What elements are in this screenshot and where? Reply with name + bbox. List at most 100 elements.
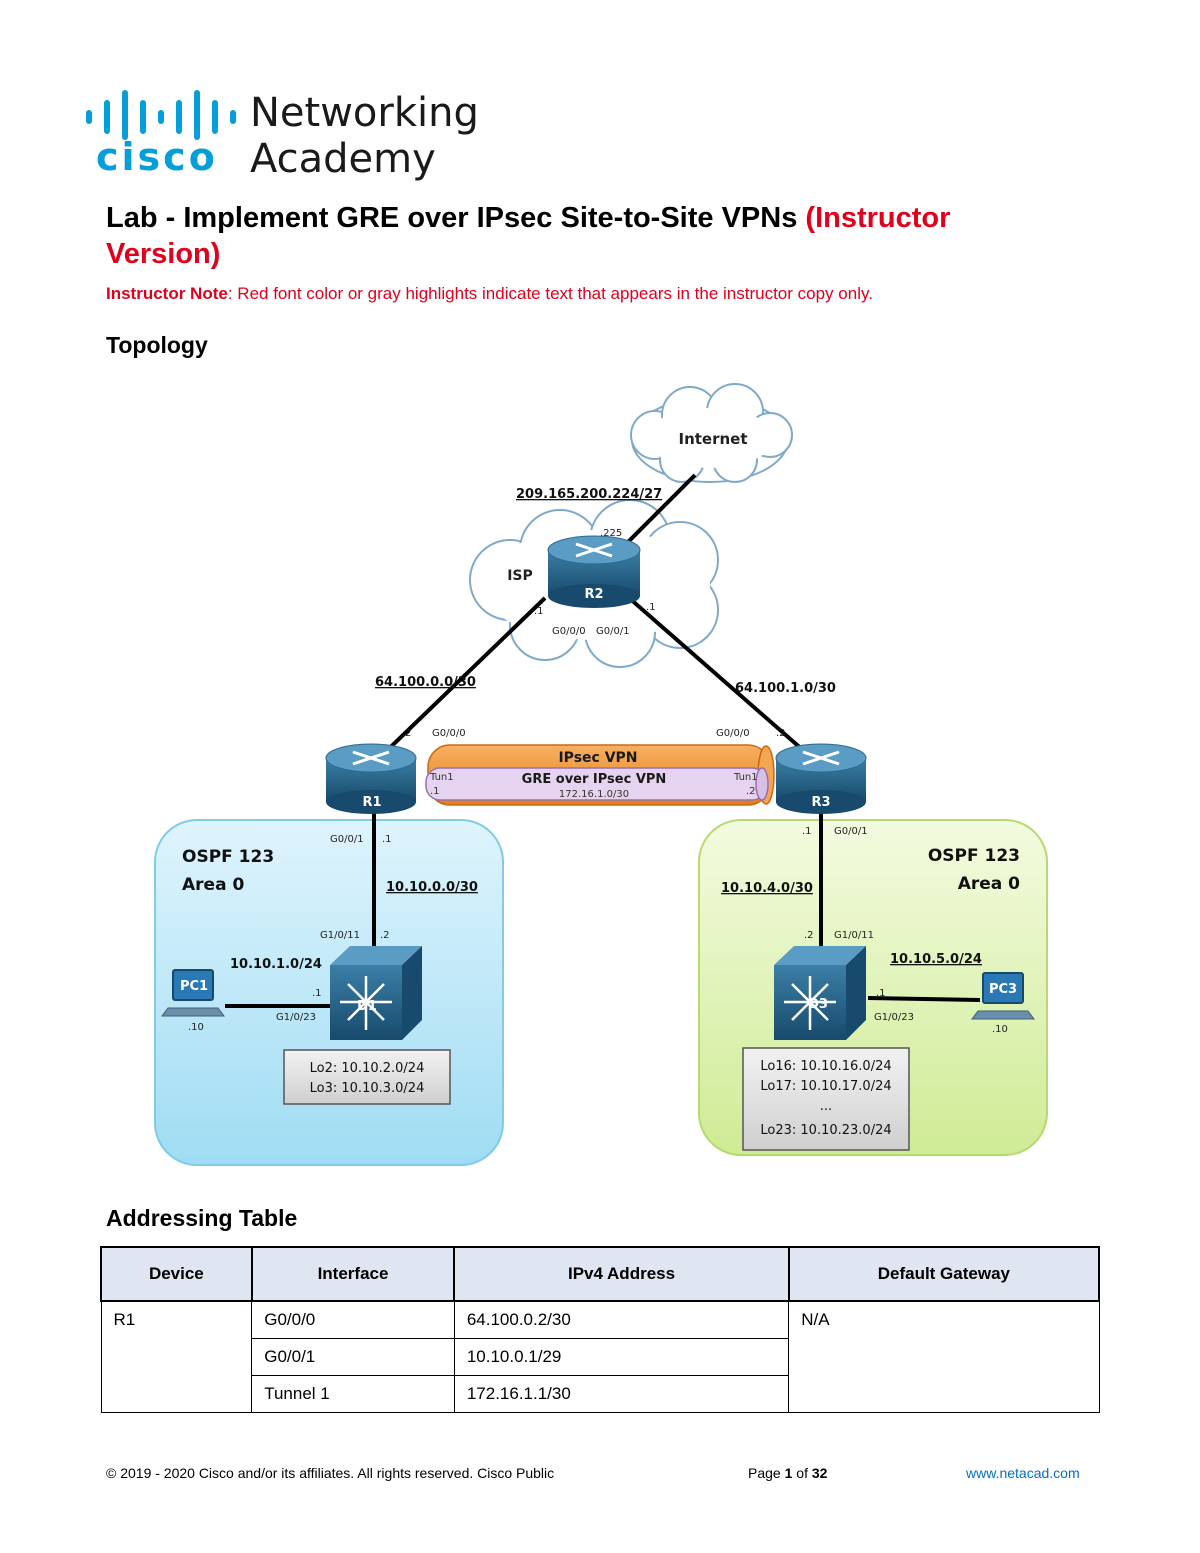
addressing-table: Device Interface IPv4 Address Default Ga…: [100, 1246, 1101, 1413]
pc1-icon: [161, 969, 225, 1017]
router-r2-icon: [547, 535, 641, 608]
table-row: Tunnel 1 172.16.1.1/30: [101, 1375, 1099, 1413]
cell-ipv4: 64.100.0.2/30: [453, 1300, 790, 1339]
table-header-row: Device Interface IPv4 Address Default Ga…: [100, 1246, 1101, 1302]
r1-label: R1: [362, 795, 381, 810]
d1-up-host: .2: [380, 930, 390, 941]
d1-pc-host: .1: [312, 988, 322, 999]
r1-lan-if: G0/0/1: [330, 834, 364, 845]
r1-wan-if: G0/0/0: [432, 728, 466, 739]
net-pc3-label: 10.10.5.0/24: [890, 952, 982, 967]
logo-networking: Networking: [250, 90, 479, 136]
logo-academy: Academy: [250, 136, 436, 182]
d3-loopback-ellipsis: ...: [820, 1099, 832, 1114]
router-r1-icon: [325, 743, 417, 814]
footer-copyright: © 2019 - 2020 Cisco and/or its affiliate…: [106, 1465, 555, 1481]
pc1-host: .10: [188, 1022, 204, 1033]
d3-loopback-box: [742, 1047, 910, 1151]
footer-netacad-link[interactable]: www.netacad.com: [966, 1465, 1080, 1481]
net-r3-d3-label: 10.10.4.0/30: [721, 881, 813, 896]
page-of: of: [792, 1465, 812, 1481]
d3-pc-host: .1: [876, 988, 886, 999]
r1-lan-host: .1: [382, 834, 392, 845]
addressing-table-heading: Addressing Table: [106, 1205, 298, 1231]
cell-gateway: N/A: [788, 1300, 1100, 1413]
r3-wan-if: G0/0/0: [716, 728, 750, 739]
r3-wan-host: .2: [776, 728, 786, 739]
instructor-note-label: Instructor Note: [106, 284, 228, 303]
ospf-left-line2: Area 0: [182, 875, 244, 895]
table-row: R1 G0/0/0 64.100.0.2/30 N/A: [100, 1300, 1100, 1413]
link-r3-r2: [618, 588, 822, 767]
tun1-left-host: .1: [430, 786, 440, 797]
link-d3-pc3: [867, 996, 981, 1002]
instructor-note: Instructor Note: Red font color or gray …: [106, 284, 873, 304]
r2-right-host: .1: [646, 602, 656, 613]
page-title: Lab - Implement GRE over IPsec Site-to-S…: [106, 200, 1066, 272]
tun1-left-label: Tun1: [429, 772, 454, 783]
d3-label: D3: [808, 997, 828, 1012]
net-r3-r2-label: 64.100.1.0/30: [735, 681, 836, 696]
net-pc1-label: 10.10.1.0/24: [230, 957, 322, 972]
pc3-host: .10: [992, 1024, 1008, 1035]
ospf-left-line1: OSPF 123: [182, 847, 274, 867]
cisco-wordmark: cisco: [96, 135, 218, 179]
page-current: 1: [784, 1465, 793, 1481]
header-ipv4: IPv4 Address: [453, 1246, 790, 1302]
link-r2-internet: [618, 473, 697, 552]
d3-up-if: G1/0/11: [834, 930, 874, 941]
topology-heading: Topology: [106, 332, 208, 358]
r3-label: R3: [811, 795, 830, 810]
r1-wan-host: .2: [402, 728, 412, 739]
r3-lan-if: G0/0/1: [834, 826, 868, 837]
instructor-note-text: : Red font color or gray highlights indi…: [227, 284, 873, 303]
gre-network-label: 172.16.1.0/30: [559, 789, 629, 800]
table-row: G0/0/1 10.10.0.1/29: [101, 1338, 1099, 1376]
cisco-networking-academy-logo: cisco Networking Academy: [86, 90, 479, 182]
pc1-label: PC1: [180, 979, 208, 994]
d3-pc-if: G1/0/23: [874, 1012, 914, 1023]
topology-diagram: Internet ISP IPsec VPN GRE over IPsec VP…: [154, 383, 1048, 1166]
internet-label: Internet: [678, 430, 747, 448]
switch-d1-icon: [330, 946, 422, 1040]
r2-label: R2: [584, 587, 603, 602]
pc3-icon: [971, 972, 1035, 1020]
isp-label: ISP: [507, 568, 533, 584]
title-instructor-version: (Instructor Version): [106, 202, 951, 270]
switch-d3-icon: [774, 946, 866, 1040]
cell-interface: G0/0/1: [251, 1338, 455, 1376]
ospf-right-line2: Area 0: [958, 874, 1020, 894]
net-internet-label: 209.165.200.224/27: [516, 487, 662, 502]
d1-label: D1: [357, 999, 377, 1014]
page-total: 32: [811, 1465, 828, 1481]
r3-lan-host: .1: [802, 826, 812, 837]
ospf-right-line1: OSPF 123: [928, 846, 1020, 866]
r2-left-if: G0/0/0: [552, 626, 586, 637]
cell-interface: Tunnel 1: [251, 1375, 455, 1413]
d1-loopback-2: Lo3: 10.10.3.0/24: [310, 1081, 425, 1096]
link-r1-r2: [370, 596, 547, 767]
net-r1-d1-label: 10.10.0.0/30: [386, 880, 478, 895]
gre-label: GRE over IPsec VPN: [522, 772, 667, 787]
cell-interface: G0/0/0: [251, 1300, 455, 1339]
title-main: Lab - Implement GRE over IPsec Site-to-S…: [106, 202, 806, 234]
ipsec-vpn-label: IPsec VPN: [558, 750, 637, 766]
d1-pc-if: G1/0/23: [276, 1012, 316, 1023]
r2-left-host: .1: [534, 606, 544, 617]
d1-loopback-1: Lo2: 10.10.2.0/24: [310, 1061, 425, 1076]
footer-page-number: Page 1 of 32: [748, 1465, 827, 1481]
cell-ipv4: 10.10.0.1/29: [453, 1338, 790, 1376]
tun1-right-host: .2: [746, 786, 756, 797]
d3-loopback-1: Lo16: 10.10.16.0/24: [760, 1059, 891, 1074]
r2-top-host: .225: [600, 528, 622, 539]
tun1-right-label: Tun1: [733, 772, 758, 783]
d3-loopback-2: Lo17: 10.10.17.0/24: [760, 1079, 891, 1094]
header-interface: Interface: [250, 1246, 456, 1302]
cisco-bars-icon: [86, 90, 236, 140]
r2-right-if: G0/0/1: [596, 626, 630, 637]
page-label: Page: [748, 1465, 785, 1481]
router-r3-icon: [775, 743, 867, 814]
d1-up-if: G1/0/11: [320, 930, 360, 941]
d1-loopback-box: [283, 1049, 451, 1105]
d3-up-host: .2: [804, 930, 814, 941]
